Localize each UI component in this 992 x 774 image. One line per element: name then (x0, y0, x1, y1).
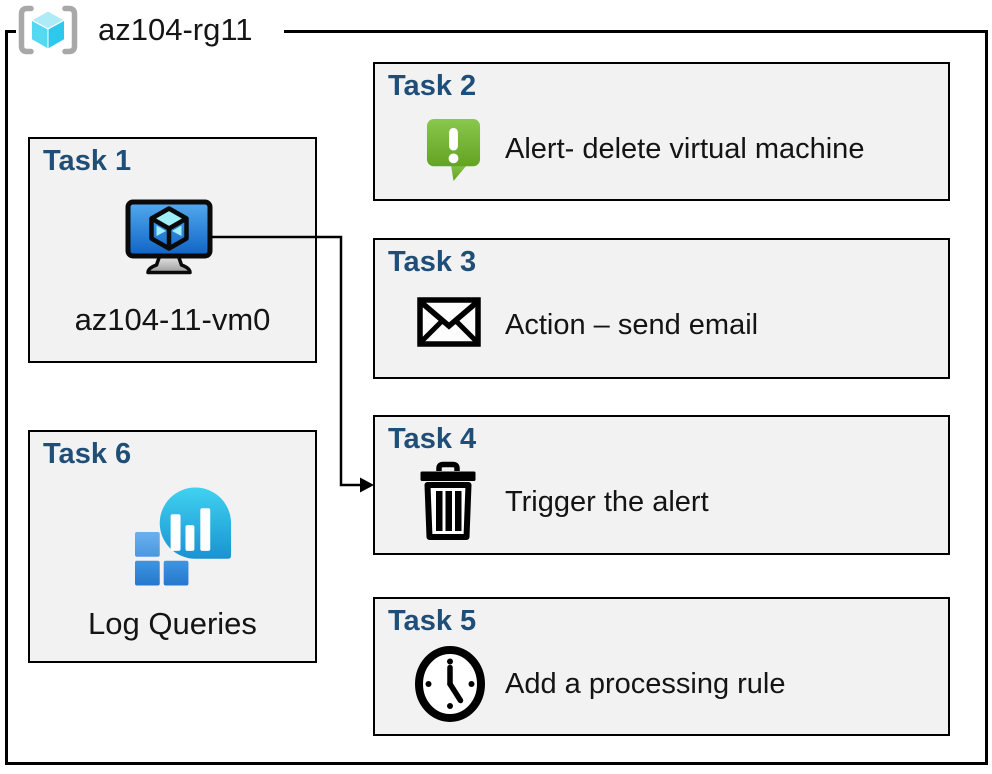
task-5-title: Task 5 (388, 605, 477, 637)
task-1-box: Task 1 az104-11-vm0 (28, 137, 317, 363)
task-2-box: Task 2 Alert- delete virtual machine (373, 62, 950, 201)
task-6-label: Log Queries (88, 606, 257, 641)
clock-icon (415, 646, 485, 722)
task-2-label: Alert- delete virtual machine (505, 132, 865, 165)
log-queries-icon (134, 487, 232, 586)
resource-group-label: az104-rg11 (98, 12, 253, 47)
resource-group-header: az104-rg11 (16, 3, 284, 57)
trash-icon (420, 461, 476, 540)
task-3-box: Task 3 Action – send email (373, 238, 950, 379)
task-6-title: Task 6 (43, 438, 132, 470)
task-3-title: Task 3 (388, 246, 477, 278)
task-6-box: Task 6 Log Queries (28, 430, 317, 663)
task-2-title: Task 2 (388, 70, 477, 102)
resource-group-icon (18, 5, 78, 55)
task-1-title: Task 1 (43, 145, 132, 177)
task-4-box: Task 4 Trigger the alert (373, 415, 950, 555)
alert-message-icon (426, 119, 481, 181)
task-5-box: Task 5 Add a processing rule (373, 597, 950, 736)
email-envelope-icon (417, 297, 481, 347)
task-3-label: Action – send email (505, 308, 759, 341)
resource-group-boundary (5, 30, 988, 765)
task-5-label: Add a processing rule (505, 667, 786, 700)
task-4-title: Task 4 (388, 423, 477, 455)
task-4-label: Trigger the alert (505, 485, 709, 518)
virtual-machine-icon (125, 199, 213, 275)
task-1-label: az104-11-vm0 (74, 302, 271, 337)
